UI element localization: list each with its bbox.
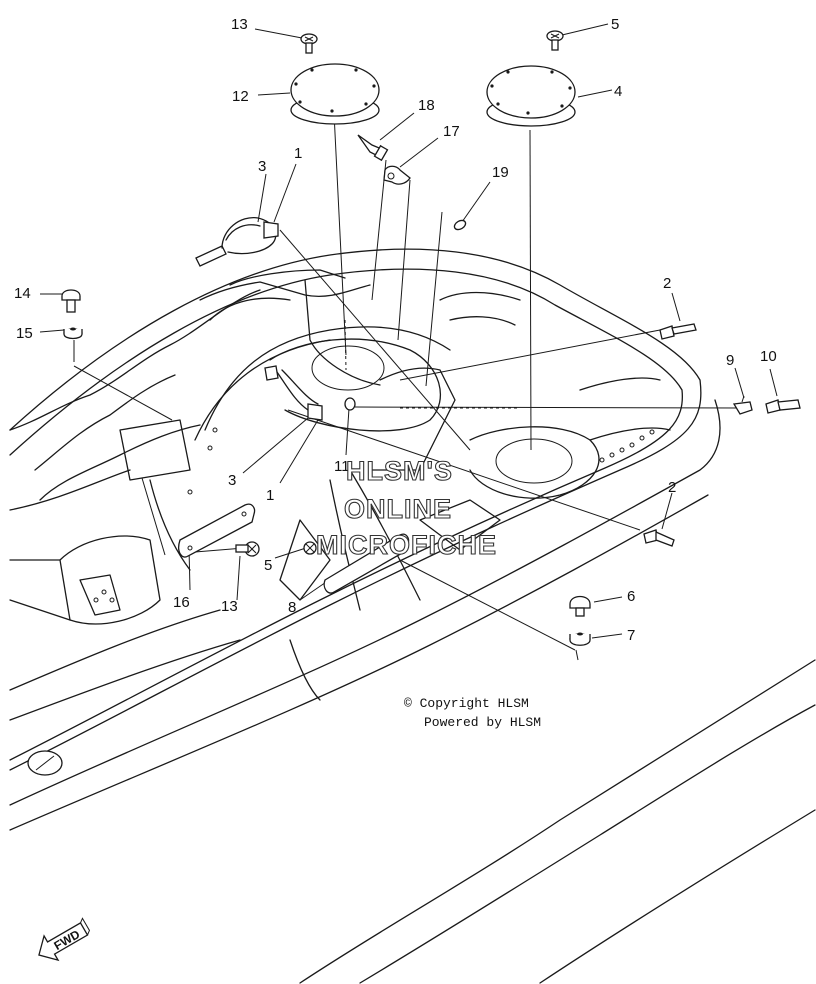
callout-6: 6	[627, 588, 635, 605]
clip-part-17	[383, 165, 411, 185]
callout-2-lower: 2	[668, 479, 676, 496]
leader-lines	[39, 23, 778, 661]
callout-9: 9	[726, 352, 734, 369]
callout-14: 14	[14, 285, 31, 302]
rivet-part-2-upper	[659, 323, 697, 340]
rivet-part-2-lower	[643, 529, 675, 547]
washer-part-11	[344, 397, 356, 411]
nut-part-7	[569, 632, 591, 646]
callout-1-lower: 1	[266, 487, 274, 504]
callout-11: 11	[334, 458, 350, 475]
screw-part-5	[546, 30, 564, 51]
callout-19: 19	[492, 164, 509, 181]
callout-16: 16	[173, 594, 190, 611]
bolt-part-14	[61, 289, 81, 313]
hose-band-upper	[195, 217, 279, 267]
watermark-line-3: MICROFICHE	[316, 530, 497, 560]
callout-3-lower: 3	[228, 472, 236, 489]
watermark-line-2: ONLINE	[344, 494, 452, 524]
callout-1-top: 1	[294, 145, 302, 162]
callout-17: 17	[443, 123, 460, 140]
callout-8: 8	[288, 599, 296, 616]
watermark: HLSM'S ONLINE MICROFICHE	[315, 455, 497, 560]
callout-15: 15	[16, 325, 33, 342]
cover-plate-12	[290, 63, 380, 125]
hose-band-lower	[264, 365, 323, 421]
callout-3-top: 3	[258, 158, 266, 175]
fwd-arrow-icon: FWD	[38, 917, 91, 962]
callout-7: 7	[627, 627, 635, 644]
screw-part-13-lower	[235, 541, 260, 557]
nut-part-15	[63, 327, 83, 340]
rivet-part-10	[765, 399, 801, 414]
copyright-block: © Copyright HLSM Powered by HLSM	[404, 696, 541, 730]
callout-2-upper: 2	[663, 275, 671, 292]
plate-part-16	[178, 503, 256, 558]
pin-part-18	[357, 134, 389, 162]
callout-5-top: 5	[611, 16, 619, 33]
cover-plate-4	[486, 65, 576, 127]
callout-18: 18	[418, 97, 435, 114]
copyright-line-2: Powered by HLSM	[424, 715, 541, 730]
hull-outline	[9, 248, 816, 984]
callout-4: 4	[614, 83, 622, 100]
bracket-part-9	[732, 395, 753, 415]
callout-13-top: 13	[231, 16, 248, 33]
callout-5-lower: 5	[264, 557, 272, 574]
screw-part-13	[300, 33, 318, 54]
callout-12: 12	[232, 88, 249, 105]
bolt-part-6	[569, 595, 591, 617]
plate-part-8	[323, 533, 410, 594]
callout-10: 10	[760, 348, 777, 365]
callout-labels: 13 5 12 4 18 17 3 1 19 14 15 2 9 10 3 11…	[14, 16, 777, 644]
parts	[61, 30, 801, 646]
copyright-line-1: © Copyright HLSM	[404, 696, 529, 711]
watermark-line-1: HLSM'S	[346, 456, 453, 486]
washer-part-19	[453, 219, 467, 231]
callout-13-lower: 13	[221, 598, 238, 615]
screw-part-5-lower	[303, 541, 317, 555]
